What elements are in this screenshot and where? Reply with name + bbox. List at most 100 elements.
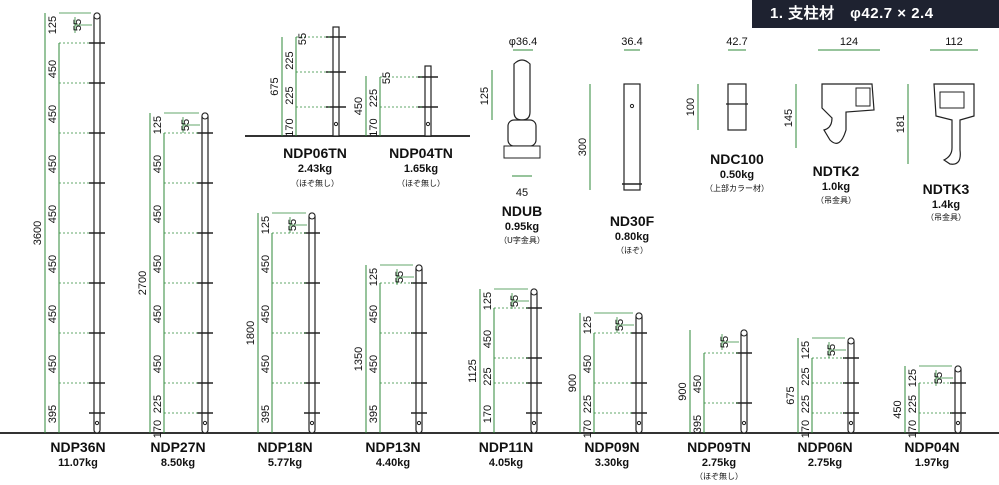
top-dimension-label: 125 <box>152 116 164 134</box>
pipe-body <box>308 212 316 434</box>
segment-dimension-label: 225 <box>284 86 296 104</box>
segment-dimension-label: 395 <box>260 405 272 423</box>
item-note: （ほぞ無し） <box>291 178 339 188</box>
u-clamp <box>507 119 537 147</box>
post-weight: 8.50kg <box>161 457 195 469</box>
hanger-clamp <box>939 91 965 109</box>
pipe-top-cap <box>635 312 643 320</box>
post-weight: 1.97kg <box>915 457 949 469</box>
segment-dimension-label: 450 <box>368 305 380 323</box>
pipe-top-cap <box>530 288 538 296</box>
total-dimension-label: 1350 <box>353 347 365 371</box>
pin-hole <box>425 121 431 127</box>
segment-dimension-label: 450 <box>152 205 164 223</box>
post-name: NDP09N <box>584 439 639 455</box>
total-dimension-label: 1125 <box>467 359 479 383</box>
bottom-dimension-label: 45 <box>516 187 528 199</box>
top2-dimension-label: 55 <box>394 271 406 283</box>
top-dimension-label: 42.7 <box>726 36 747 48</box>
segment-dimension-label: 225 <box>582 395 594 413</box>
post-weight: 2.75kg <box>808 457 842 469</box>
post-weight: 4.05kg <box>489 457 523 469</box>
pin-hole <box>741 420 747 426</box>
post-name: NDP09TN <box>687 439 751 455</box>
segment-dimension-label: 450 <box>152 155 164 173</box>
item-note: （吊金具） <box>926 212 966 222</box>
segment-dimension-label: 225 <box>152 395 164 413</box>
pin-hole <box>94 420 100 426</box>
pipe-top-cap <box>740 329 748 337</box>
total-dimension-label: 900 <box>567 374 579 392</box>
top-dimension-label: 125 <box>907 369 919 387</box>
pin-hole <box>531 420 537 426</box>
top-dimension-label: 55 <box>297 33 309 45</box>
segment-dimension-label: 450 <box>582 355 594 373</box>
total-dimension-label: 450 <box>892 400 904 418</box>
collar-body <box>727 83 747 131</box>
post-weight: 2.75kg <box>702 457 736 469</box>
pipe-top-cap <box>954 365 962 373</box>
segment-dimension-label: 170 <box>284 118 296 136</box>
segment-dimension-label: 225 <box>284 51 296 69</box>
segment-dimension-label: 450 <box>692 375 704 393</box>
top-dimension-label: φ36.4 <box>509 36 538 48</box>
post-weight: 11.07kg <box>58 457 98 469</box>
pin-hole <box>202 420 208 426</box>
item-name: ND30F <box>610 213 655 229</box>
total-dimension-label: 3600 <box>32 221 44 245</box>
segment-dimension-label: 170 <box>368 118 380 136</box>
pipe-top-cap <box>201 112 209 120</box>
segment-dimension-label: 170 <box>800 420 812 438</box>
segment-dimension-label: 450 <box>152 355 164 373</box>
post-name: NDP13N <box>365 439 420 455</box>
top-dimension-label: 125 <box>800 341 812 359</box>
top2-dimension-label: 55 <box>287 219 299 231</box>
section-header: 1. 支柱材 φ42.7 × 2.4 <box>752 0 999 28</box>
top-dimension-label: 125 <box>368 268 380 286</box>
post-name: NDP27N <box>150 439 205 455</box>
post-note: （ほぞ無し） <box>695 471 743 481</box>
segment-dimension-label: 450 <box>47 60 59 78</box>
top2-dimension-label: 55 <box>614 319 626 331</box>
u-bracket-body <box>513 59 531 121</box>
item-note: （ほぞ） <box>616 246 648 255</box>
segment-dimension-label: 450 <box>47 205 59 223</box>
total-dimension-label: 2700 <box>137 271 149 295</box>
segment-dimension-label: 170 <box>582 420 594 438</box>
hanger-clamp <box>855 87 871 107</box>
post-name: NDP11N <box>479 439 533 455</box>
item-weight: 1.65kg <box>404 163 438 175</box>
pipe-body <box>332 26 340 137</box>
pin-hole <box>955 420 961 426</box>
pipe-body <box>635 312 643 434</box>
item-weight: 0.95kg <box>505 221 539 233</box>
segment-dimension-label: 170 <box>152 420 164 438</box>
pin-hole <box>333 121 339 127</box>
post-name: NDP04N <box>904 439 959 455</box>
top-dimension-label: 55 <box>381 72 393 84</box>
segment-dimension-label: 225 <box>907 395 919 413</box>
top-dimension-label: 125 <box>47 16 59 34</box>
pipe-body <box>740 329 748 434</box>
height-dimension-label: 125 <box>479 87 491 105</box>
segment-dimension-label: 450 <box>152 255 164 273</box>
pipe-top-cap <box>308 212 316 220</box>
item-name: NDTK2 <box>813 163 860 179</box>
item-weight: 1.4kg <box>932 199 960 211</box>
top2-dimension-label: 55 <box>509 295 521 307</box>
post-name: NDP06N <box>797 439 852 455</box>
top2-dimension-label: 55 <box>72 19 84 31</box>
top-dimension-label: 125 <box>260 216 272 234</box>
